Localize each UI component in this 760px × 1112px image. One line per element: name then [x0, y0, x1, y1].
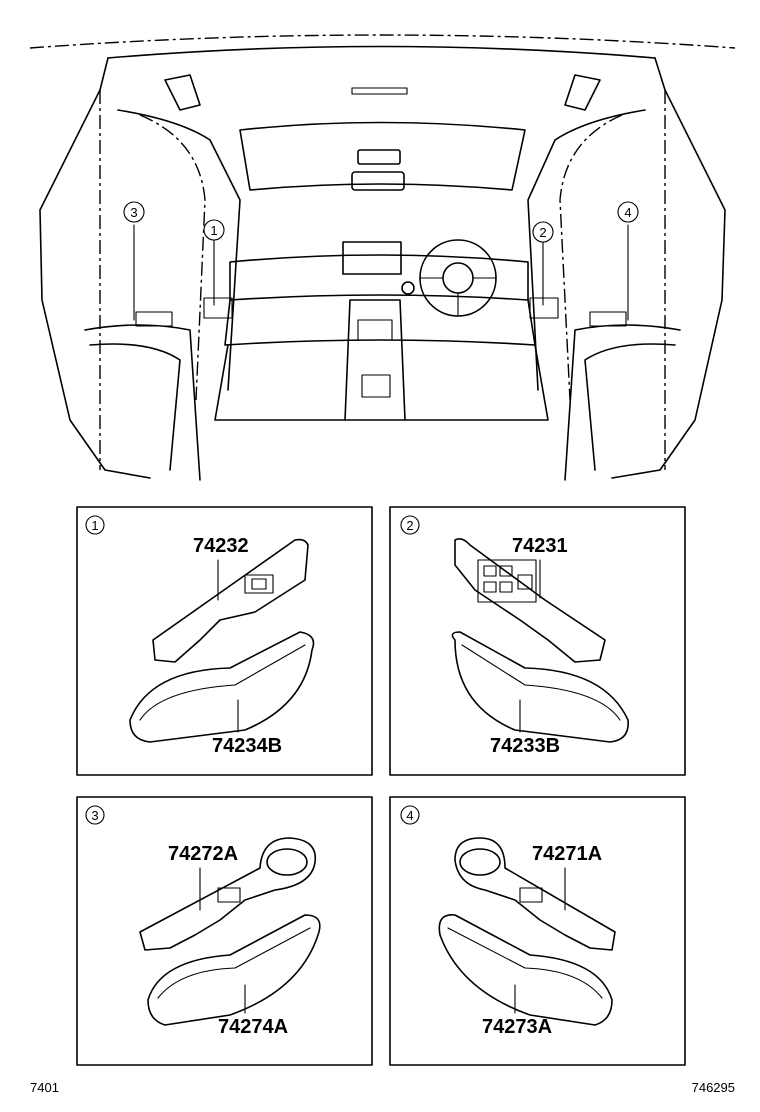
part-number-74271A: 74271A — [532, 843, 602, 865]
svg-text:3: 3 — [91, 808, 98, 823]
switch-base-part — [152, 538, 309, 663]
armrest-part — [438, 914, 613, 1026]
svg-text:1: 1 — [91, 518, 98, 533]
svg-text:3: 3 — [130, 205, 137, 220]
footer-left-code: 7401 — [30, 1080, 59, 1095]
part-number-74233B: 74233B — [490, 735, 560, 757]
panel-2: 2 74231 74233B — [389, 506, 686, 776]
part-number-74272A: 74272A — [168, 843, 238, 865]
armrest-part — [147, 914, 321, 1026]
svg-text:2: 2 — [539, 225, 546, 240]
svg-text:2: 2 — [406, 518, 413, 533]
panel-4: 4 74271A 74273A — [389, 796, 686, 1066]
callout-3: 3 — [123, 201, 145, 223]
svg-text:4: 4 — [406, 808, 413, 823]
callout-2: 2 — [532, 221, 554, 243]
armrest-part — [129, 631, 315, 743]
armrest-part — [451, 631, 629, 743]
panel-1: 1 74232 74234B — [76, 506, 373, 776]
switch-base-part — [454, 837, 616, 951]
switch-base-part — [139, 837, 317, 951]
svg-text:1: 1 — [210, 223, 217, 238]
callout-1: 1 — [203, 219, 225, 241]
callout-4: 4 — [617, 201, 639, 223]
panel-3: 3 74272A 74274A — [76, 796, 373, 1066]
switch-base-part — [454, 538, 606, 663]
interior-overview — [29, 34, 736, 481]
part-number-74273A: 74273A — [482, 1016, 552, 1038]
svg-text:4: 4 — [624, 205, 631, 220]
footer-right-code: 746295 — [692, 1080, 735, 1095]
part-number-74234B: 74234B — [212, 735, 282, 757]
part-number-74274A: 74274A — [218, 1016, 288, 1038]
part-number-74231: 74231 — [512, 535, 568, 557]
part-number-74232: 74232 — [193, 535, 249, 557]
